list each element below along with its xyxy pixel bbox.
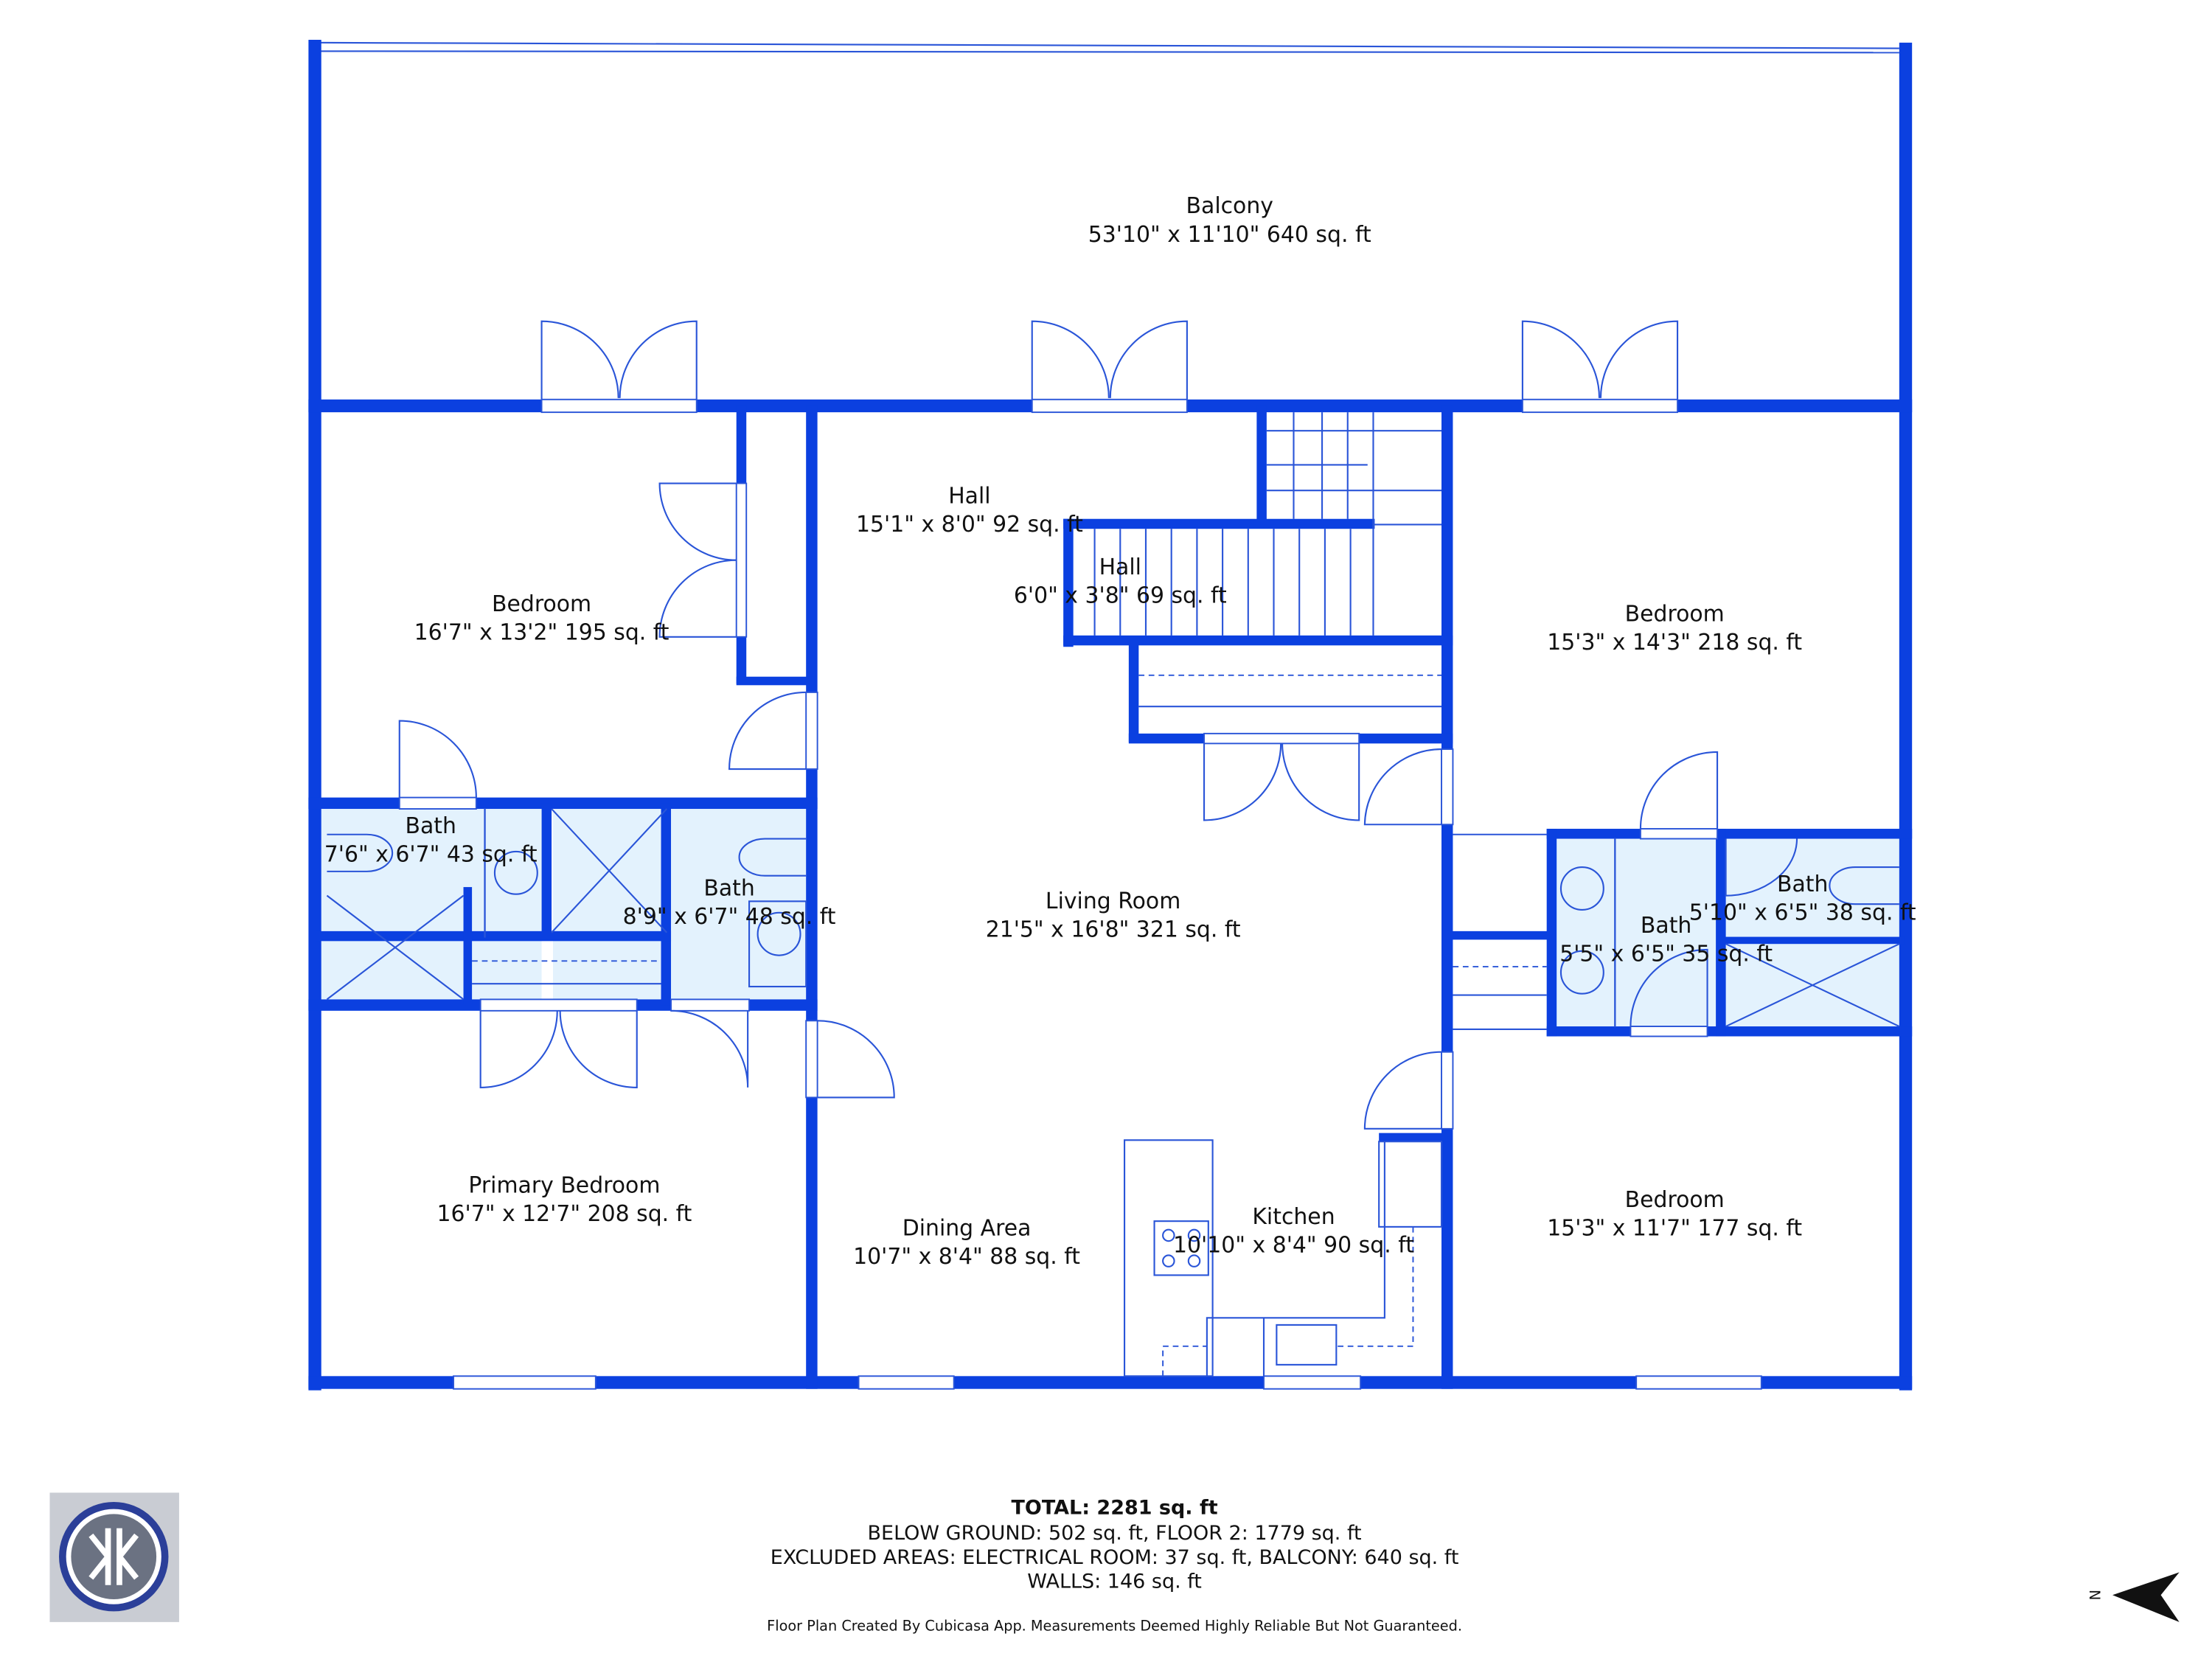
- room-name: Bath: [703, 876, 754, 902]
- disclaimer: Floor Plan Created By Cubicasa App. Meas…: [767, 1617, 1462, 1634]
- room-name: Hall: [1099, 554, 1141, 580]
- windows: [398, 398, 1762, 1390]
- room-dims: 15'3" x 14'3" 218 sq. ft: [1547, 630, 1802, 655]
- room-name: Balcony: [1186, 193, 1273, 219]
- room-name: Living Room: [1046, 888, 1180, 914]
- room-name: Hall: [948, 484, 990, 509]
- room-dims: 10'7" x 8'4" 88 sq. ft: [853, 1244, 1080, 1270]
- room-dims: 8'9" x 6'7" 48 sq. ft: [623, 904, 836, 930]
- doors: [398, 320, 1798, 1130]
- room-name: Bath: [405, 813, 456, 839]
- room-dims: 21'5" x 16'8" 321 sq. ft: [986, 917, 1241, 943]
- room-dims: 53'10" x 11'10" 640 sq. ft: [1088, 222, 1371, 248]
- room-dims: 7'6" x 6'7" 43 sq. ft: [324, 841, 538, 867]
- room-dims: 16'7" x 12'7" 208 sq. ft: [437, 1201, 692, 1227]
- room-dims: 6'0" x 3'8" 69 sq. ft: [1014, 582, 1227, 608]
- compass-label: N: [2086, 1590, 2103, 1600]
- room-dims: 15'1" x 8'0" 92 sq. ft: [856, 512, 1083, 538]
- room-dims: 16'7" x 13'2" 195 sq. ft: [414, 620, 669, 646]
- walls-area: WALLS: 146 sq. ft: [1027, 1571, 1202, 1593]
- excluded-areas: EXCLUDED AREAS: ELECTRICAL ROOM: 37 sq. …: [771, 1546, 1459, 1569]
- room-labels: Balcony 53'10" x 11'10" 640 sq. ft Hall …: [324, 193, 1916, 1270]
- area-summary: TOTAL: 2281 sq. ft BELOW GROUND: 502 sq.…: [767, 1496, 1462, 1634]
- bath-fills: [321, 809, 1899, 1028]
- room-name: Bath: [1641, 913, 1691, 939]
- room-name: Kitchen: [1252, 1204, 1335, 1230]
- room-name: Bedroom: [1625, 1187, 1725, 1213]
- room-dims: 15'3" x 11'7" 177 sq. ft: [1547, 1215, 1802, 1241]
- room-dims: 10'10" x 8'4" 90 sq. ft: [1173, 1233, 1414, 1259]
- staircase: [472, 412, 1442, 985]
- fixtures: [326, 807, 1900, 1377]
- room-name: Bath: [1777, 872, 1828, 897]
- total-area: TOTAL: 2281 sq. ft: [1012, 1496, 1218, 1519]
- room-name: Dining Area: [902, 1215, 1032, 1241]
- cubicasa-logo-icon: [49, 1492, 179, 1622]
- floor-areas: BELOW GROUND: 502 sq. ft, FLOOR 2: 1779 …: [868, 1522, 1362, 1545]
- room-name: Primary Bedroom: [468, 1173, 660, 1199]
- room-name: Bedroom: [492, 591, 591, 617]
- room-dims: 5'5" x 6'5" 35 sq. ft: [1559, 941, 1773, 967]
- room-dims: 5'10" x 6'5" 38 sq. ft: [1689, 900, 1916, 925]
- room-name: Bedroom: [1625, 602, 1725, 627]
- balcony-railing: [316, 41, 1899, 49]
- north-arrow-icon: N: [2086, 1572, 2180, 1622]
